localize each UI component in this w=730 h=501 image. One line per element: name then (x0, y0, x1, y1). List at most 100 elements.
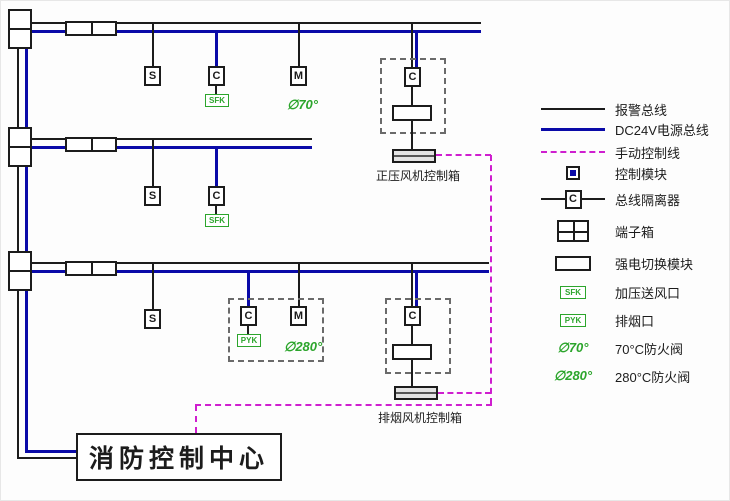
divider (559, 231, 587, 233)
pyk-text: PYK (564, 315, 582, 325)
floor2-alarm-bus (32, 138, 312, 140)
floor3-switch-connector1 (411, 326, 413, 344)
smoke-fan-label: 排烟风机控制箱 (378, 411, 463, 425)
floor1-switch-group-dashed-box (380, 58, 446, 134)
fire-damper-70-symbol-floor1: ∅70° (287, 97, 318, 112)
legend-row-alarm-bus: 报警总线 (541, 97, 667, 121)
floor1-control-drop-line (215, 33, 218, 66)
valve280-symbol: ∅280° (553, 368, 593, 383)
floor3-switch-drop-alarm (411, 264, 413, 306)
floor1-sfk-connector (215, 86, 217, 94)
pressure-fan-label: 正压风机控制箱 (376, 169, 461, 183)
valve70-symbol: ∅70° (557, 340, 589, 355)
manual-line-floor1-connector (436, 154, 491, 156)
legend-row-air-supply-outlet: SFK 加压送风口 (541, 280, 680, 304)
manual-line-bottom (195, 404, 492, 406)
control-letter: C (212, 70, 221, 82)
fire-control-center-box: 消防控制中心 (76, 433, 282, 481)
floor1-switch-drop-power (415, 33, 418, 69)
control-letter: C (212, 190, 221, 202)
monitor-letter: M (293, 70, 304, 82)
power-switch-module-rect-floor1 (392, 105, 432, 121)
legend-label-terminal-box: 端子箱 (615, 224, 655, 240)
detector-letter: S (148, 70, 157, 82)
manual-line-trunk (490, 155, 492, 404)
isolator-letter: C (569, 193, 577, 205)
floor1-switch-drop-alarm (411, 24, 413, 69)
riser-terminal-box-floor1 (8, 9, 32, 49)
floor3-switch-group-dashed-box (385, 298, 451, 374)
manual-line-floor3-connector (438, 392, 491, 394)
floor2-detector-drop-line (152, 140, 154, 186)
floor1-detector-drop-line (152, 24, 154, 66)
fire-control-center-title: 消防控制中心 (88, 446, 269, 473)
floor1-power-bus (32, 30, 481, 33)
legend-label-valve70: 70°C防火阀 (615, 341, 684, 357)
legend-row-manual-line: 手动控制线 (541, 140, 680, 164)
control-letter: C (408, 310, 417, 322)
floor2-power-bus (32, 146, 312, 149)
floor3-alarm-bus (32, 262, 489, 264)
sfk-text: SFK (209, 96, 225, 105)
air-supply-outlet-icon: SFK (541, 285, 605, 299)
legend-row-bus-isolator: C 总线隔离器 (541, 187, 680, 211)
terminal-box-floor2 (65, 137, 117, 152)
monitor-letter: M (293, 310, 304, 322)
legend-label-valve280: 280°C防火阀 (615, 369, 691, 385)
sfk-text: SFK (565, 287, 581, 297)
detector-letter: S (148, 190, 157, 202)
floor2-sfk-connector (215, 206, 217, 214)
floor2-control-drop-line (215, 149, 218, 186)
legend-row-valve280: ∅280° 280°C防火阀 (541, 364, 690, 388)
manual-line-center-drop (195, 405, 197, 433)
divider (91, 139, 93, 150)
floor3-power-bus (32, 270, 489, 273)
detector-letter: S (148, 313, 157, 325)
legend-row-valve70: ∅70° 70°C防火阀 (541, 336, 684, 360)
terminal-box-floor3 (65, 261, 117, 276)
module-core (570, 170, 576, 176)
control-module-icon (541, 166, 605, 180)
alarm-bus-line-symbol (541, 108, 605, 110)
legend-row-control-module: 控制模块 (541, 161, 667, 185)
divider (10, 146, 30, 148)
legend-row-smoke-outlet: PYK 排烟口 (541, 308, 654, 332)
legend-label-air-supply-outlet: 加压送风口 (615, 285, 681, 301)
riser-alarm-connector (17, 457, 77, 459)
divider (10, 28, 30, 30)
divider (394, 155, 434, 157)
riser-power-connector (25, 450, 77, 453)
divider (396, 392, 436, 394)
control-module-box-floor3-switch: C (404, 306, 421, 326)
legend-label-manual-line: 手动控制线 (615, 145, 681, 161)
floor3-exhaust-group-dashed-box (228, 298, 324, 362)
floor1-switch-connector1 (411, 87, 413, 105)
legend-label-bus-isolator: 总线隔离器 (615, 192, 681, 208)
smoke-outlet-tag-floor3: PYK (237, 334, 261, 347)
bus-isolator-icon: C (541, 189, 605, 209)
floor3-switch-drop-power (415, 273, 418, 306)
divider (10, 270, 30, 272)
control-letter: C (244, 310, 253, 322)
legend-label-control-module: 控制模块 (615, 166, 668, 182)
legend-label-alarm-bus: 报警总线 (615, 102, 668, 118)
fire-damper-70-icon: ∅70° (541, 340, 605, 356)
smoke-detector-box-floor2: S (144, 186, 161, 206)
floor3-monitor-drop-line (298, 264, 300, 306)
fire-damper-280-icon: ∅280° (541, 368, 605, 384)
riser-terminal-box-floor2 (8, 127, 32, 167)
smoke-outlet-icon: PYK (541, 313, 605, 327)
riser-alarm-line (17, 13, 19, 459)
power-switch-module-rect-floor3 (392, 344, 432, 360)
control-module-box-floor2: C (208, 186, 225, 206)
floor1-monitor-drop-line (298, 24, 300, 66)
power-switch-module-icon (541, 255, 605, 271)
monitor-module-box-floor1: M (290, 66, 307, 86)
divider (91, 263, 93, 274)
smoke-detector-box-floor3: S (144, 309, 161, 329)
terminal-box-floor1 (65, 21, 117, 36)
fire-damper-280-symbol-floor3: ∅280° (284, 339, 323, 354)
terminal-box-icon (541, 220, 605, 242)
control-module-box-floor3: C (240, 306, 257, 326)
smoke-fan-control-rect (394, 386, 438, 400)
